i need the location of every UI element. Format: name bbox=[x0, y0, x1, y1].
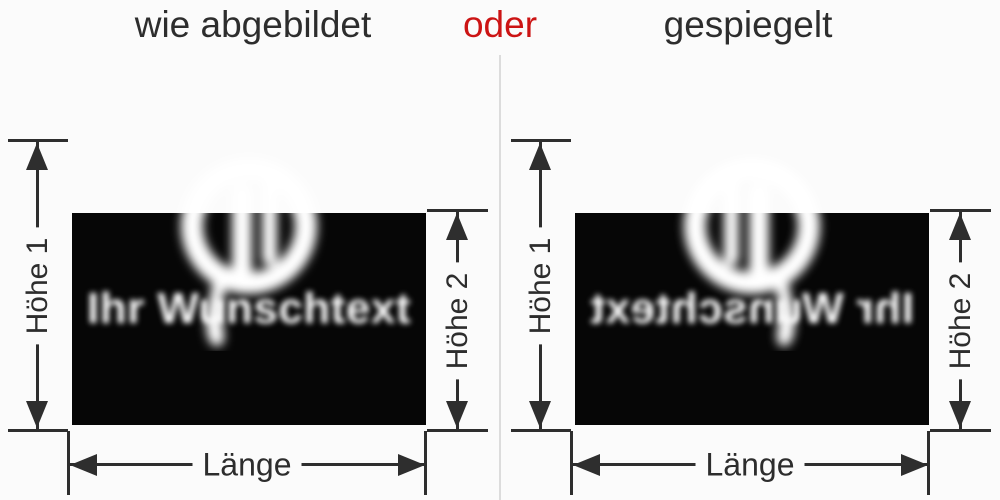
length-arrow-right-icon bbox=[398, 454, 425, 476]
length-arrow-right-icon bbox=[901, 454, 928, 476]
height2-arrow-down-icon bbox=[949, 401, 971, 428]
sign-preview bbox=[72, 213, 426, 425]
length-arrow-left-icon bbox=[70, 454, 97, 476]
height2-arrow-up-icon bbox=[949, 213, 971, 240]
height1-arrow-down-icon bbox=[26, 401, 48, 428]
height1-label: Höhe 1 bbox=[522, 227, 560, 345]
length-cap-left bbox=[570, 431, 573, 495]
height2-label: Höhe 2 bbox=[942, 262, 980, 380]
height2-cap-top bbox=[930, 209, 991, 212]
option-label-mirrored: gespiegelt bbox=[663, 4, 833, 45]
panel-mirrored: Ihr Wunschtext Höhe 1 Höhe 2 Länge bbox=[503, 0, 1000, 500]
height2-arrow-down-icon bbox=[446, 401, 468, 428]
length-arrow-left-icon bbox=[573, 454, 600, 476]
height1-label: Höhe 1 bbox=[19, 227, 57, 345]
height1-arrow-up-icon bbox=[26, 143, 48, 170]
option-connector-oder: oder bbox=[462, 4, 538, 45]
vertical-divider bbox=[499, 55, 501, 500]
height2-label: Höhe 2 bbox=[439, 262, 477, 380]
panel-as-shown: Ihr Wunschtext Höhe 1 Höhe 2 Länge bbox=[0, 0, 497, 500]
length-label: Länge bbox=[695, 444, 805, 486]
length-label: Länge bbox=[192, 444, 302, 486]
height1-arrow-down-icon bbox=[529, 401, 551, 428]
option-label-as-shown: wie abgebildet bbox=[134, 4, 372, 45]
height1-arrow-up-icon bbox=[529, 143, 551, 170]
height1-cap-top bbox=[511, 139, 571, 142]
length-cap-left bbox=[67, 431, 70, 495]
sign-preview bbox=[575, 213, 929, 425]
height2-arrow-up-icon bbox=[446, 213, 468, 240]
height1-cap-top bbox=[8, 139, 68, 142]
height2-cap-top bbox=[427, 209, 488, 212]
